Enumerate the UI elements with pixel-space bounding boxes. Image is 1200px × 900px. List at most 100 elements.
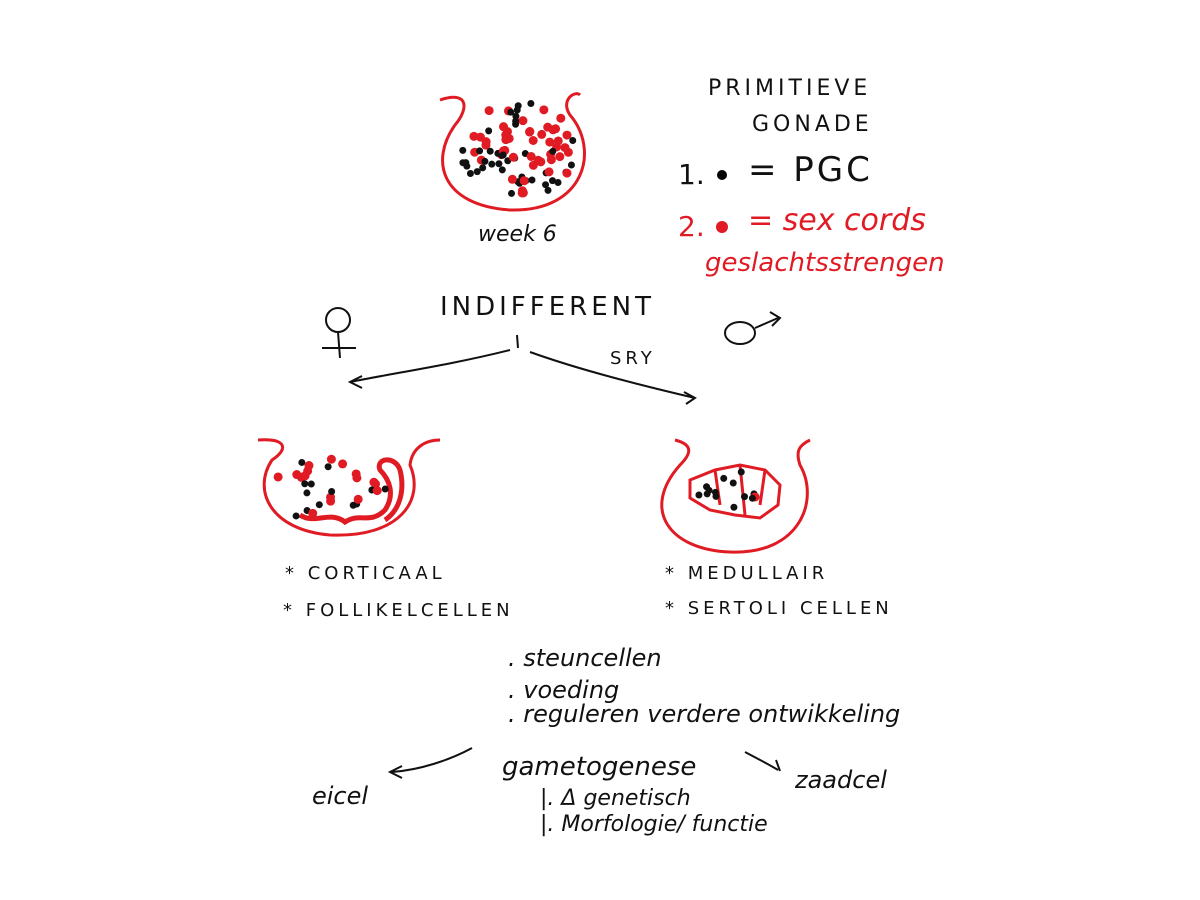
pgc-dot — [549, 147, 557, 155]
sex-cord-dot — [326, 454, 336, 464]
sex-cord-dot — [338, 459, 348, 469]
male-gonad-outline — [660, 438, 811, 554]
week-label: week 6 — [478, 222, 557, 247]
legend-pgc-dot — [717, 170, 727, 180]
sex-cord-dot — [526, 152, 536, 162]
pgc-dot — [488, 160, 496, 168]
female-item-2: * FOLLIKELCELLEN — [283, 600, 514, 621]
zaadcel-label: zaadcel — [795, 766, 887, 794]
sex-cord-dot — [502, 127, 512, 137]
eicel-label: eicel — [312, 782, 369, 810]
pgc-dot — [315, 501, 323, 509]
male-cells — [695, 468, 760, 511]
sex-cord-dot — [560, 143, 570, 153]
sex-cord-dot — [562, 130, 572, 140]
sex-cord-dot — [484, 106, 494, 116]
sex-cord-dot — [537, 129, 547, 139]
function-2: . voeding — [508, 676, 620, 704]
tick-line — [516, 334, 519, 349]
pgc-dot — [499, 151, 507, 159]
pgc-dot — [569, 136, 577, 144]
pgc-dot — [476, 147, 484, 155]
primitive-gonad-outline — [439, 92, 586, 212]
gametogenesis-point-1: |. Δ genetisch — [540, 786, 691, 811]
sex-cord-dot — [469, 131, 479, 141]
pgc-dot — [508, 189, 516, 197]
sry-label: SRY — [610, 348, 656, 369]
sex-cord-dot — [555, 152, 565, 162]
pgc-dot — [730, 503, 738, 511]
arrow-to-eicel — [387, 747, 473, 779]
pgc-dot — [466, 170, 474, 178]
sex-cord-dot — [372, 486, 382, 496]
pgc-dot — [328, 488, 336, 496]
pgc-dot — [729, 479, 737, 487]
sex-cord-dot — [501, 135, 511, 145]
sex-cord-dot — [556, 113, 566, 123]
pgc-dot — [542, 181, 550, 189]
pgc-dot — [567, 161, 575, 169]
pgc-dot — [459, 146, 467, 154]
arrow-to-zaadcel — [744, 751, 781, 772]
sex-cord-dot — [308, 508, 318, 518]
sex-cord-dot — [481, 140, 491, 150]
cortical-cords — [298, 457, 405, 526]
sex-cord-dot — [551, 124, 561, 134]
pgc-dot — [324, 463, 332, 471]
sex-cord-dot — [528, 136, 538, 146]
sex-cord-dot — [562, 168, 572, 178]
pgc-dot — [527, 99, 535, 107]
pgc-dot — [481, 157, 489, 165]
male-symbol-icon — [724, 311, 782, 345]
pgc-dot — [740, 493, 748, 501]
pgc-dot — [485, 127, 493, 135]
sex-cord-dot — [544, 167, 554, 177]
pgc-dot — [463, 162, 471, 170]
title-line1: PRIMITIEVE — [708, 76, 872, 101]
function-3: . reguleren verdere ontwikkeling — [508, 700, 901, 728]
gametogenesis-label: gametogenese — [502, 752, 697, 782]
pgc-dot — [507, 108, 515, 116]
pgc-dot — [554, 179, 562, 187]
pgc-dot — [695, 491, 703, 499]
pgc-dot — [514, 102, 522, 110]
sex-cord-dot — [553, 136, 563, 146]
pgc-dot — [737, 468, 745, 476]
male-item-2: * SERTOLI CELLEN — [665, 598, 893, 619]
indifferent-label: INDIFFERENT — [440, 292, 655, 322]
pgc-dot — [711, 488, 719, 496]
sex-cord-dot — [292, 470, 302, 480]
pgc-dot — [720, 474, 728, 482]
pgc-dot — [512, 112, 520, 120]
female-gonad-outline — [257, 438, 441, 537]
legend-2-label: = sex cords — [748, 203, 926, 238]
legend-sexcord-dot — [716, 221, 728, 233]
sex-cord-dot — [273, 472, 283, 482]
pgc-dot — [705, 486, 713, 494]
pgc-dot — [486, 147, 494, 155]
pgc-dot — [528, 176, 536, 184]
sex-cord-dot — [353, 494, 363, 504]
sex-cord-dot — [519, 176, 529, 186]
legend-2-sublabel: geslachtsstrengen — [705, 248, 945, 278]
arrow-to-female — [347, 349, 511, 389]
function-1: . steuncellen — [508, 644, 662, 672]
sex-cord-dot — [539, 105, 549, 115]
week6-cells — [459, 99, 577, 198]
medullary-cords — [688, 463, 782, 520]
pgc-dot — [349, 501, 357, 509]
pgc-dot — [292, 512, 300, 520]
sex-cord-dot — [518, 188, 528, 198]
pgc-dot — [307, 480, 315, 488]
sex-cord-dot — [518, 116, 528, 126]
pgc-dot — [479, 164, 487, 172]
gametogenesis-point-2: |. Morfologie/ functie — [540, 812, 768, 837]
pgc-dot — [298, 458, 306, 466]
pgc-dot — [748, 494, 756, 502]
arrow-to-male — [529, 351, 697, 405]
legend-1-label: = PGC — [748, 150, 873, 190]
sex-cord-dot — [352, 473, 362, 483]
sex-cord-dot — [300, 471, 310, 481]
